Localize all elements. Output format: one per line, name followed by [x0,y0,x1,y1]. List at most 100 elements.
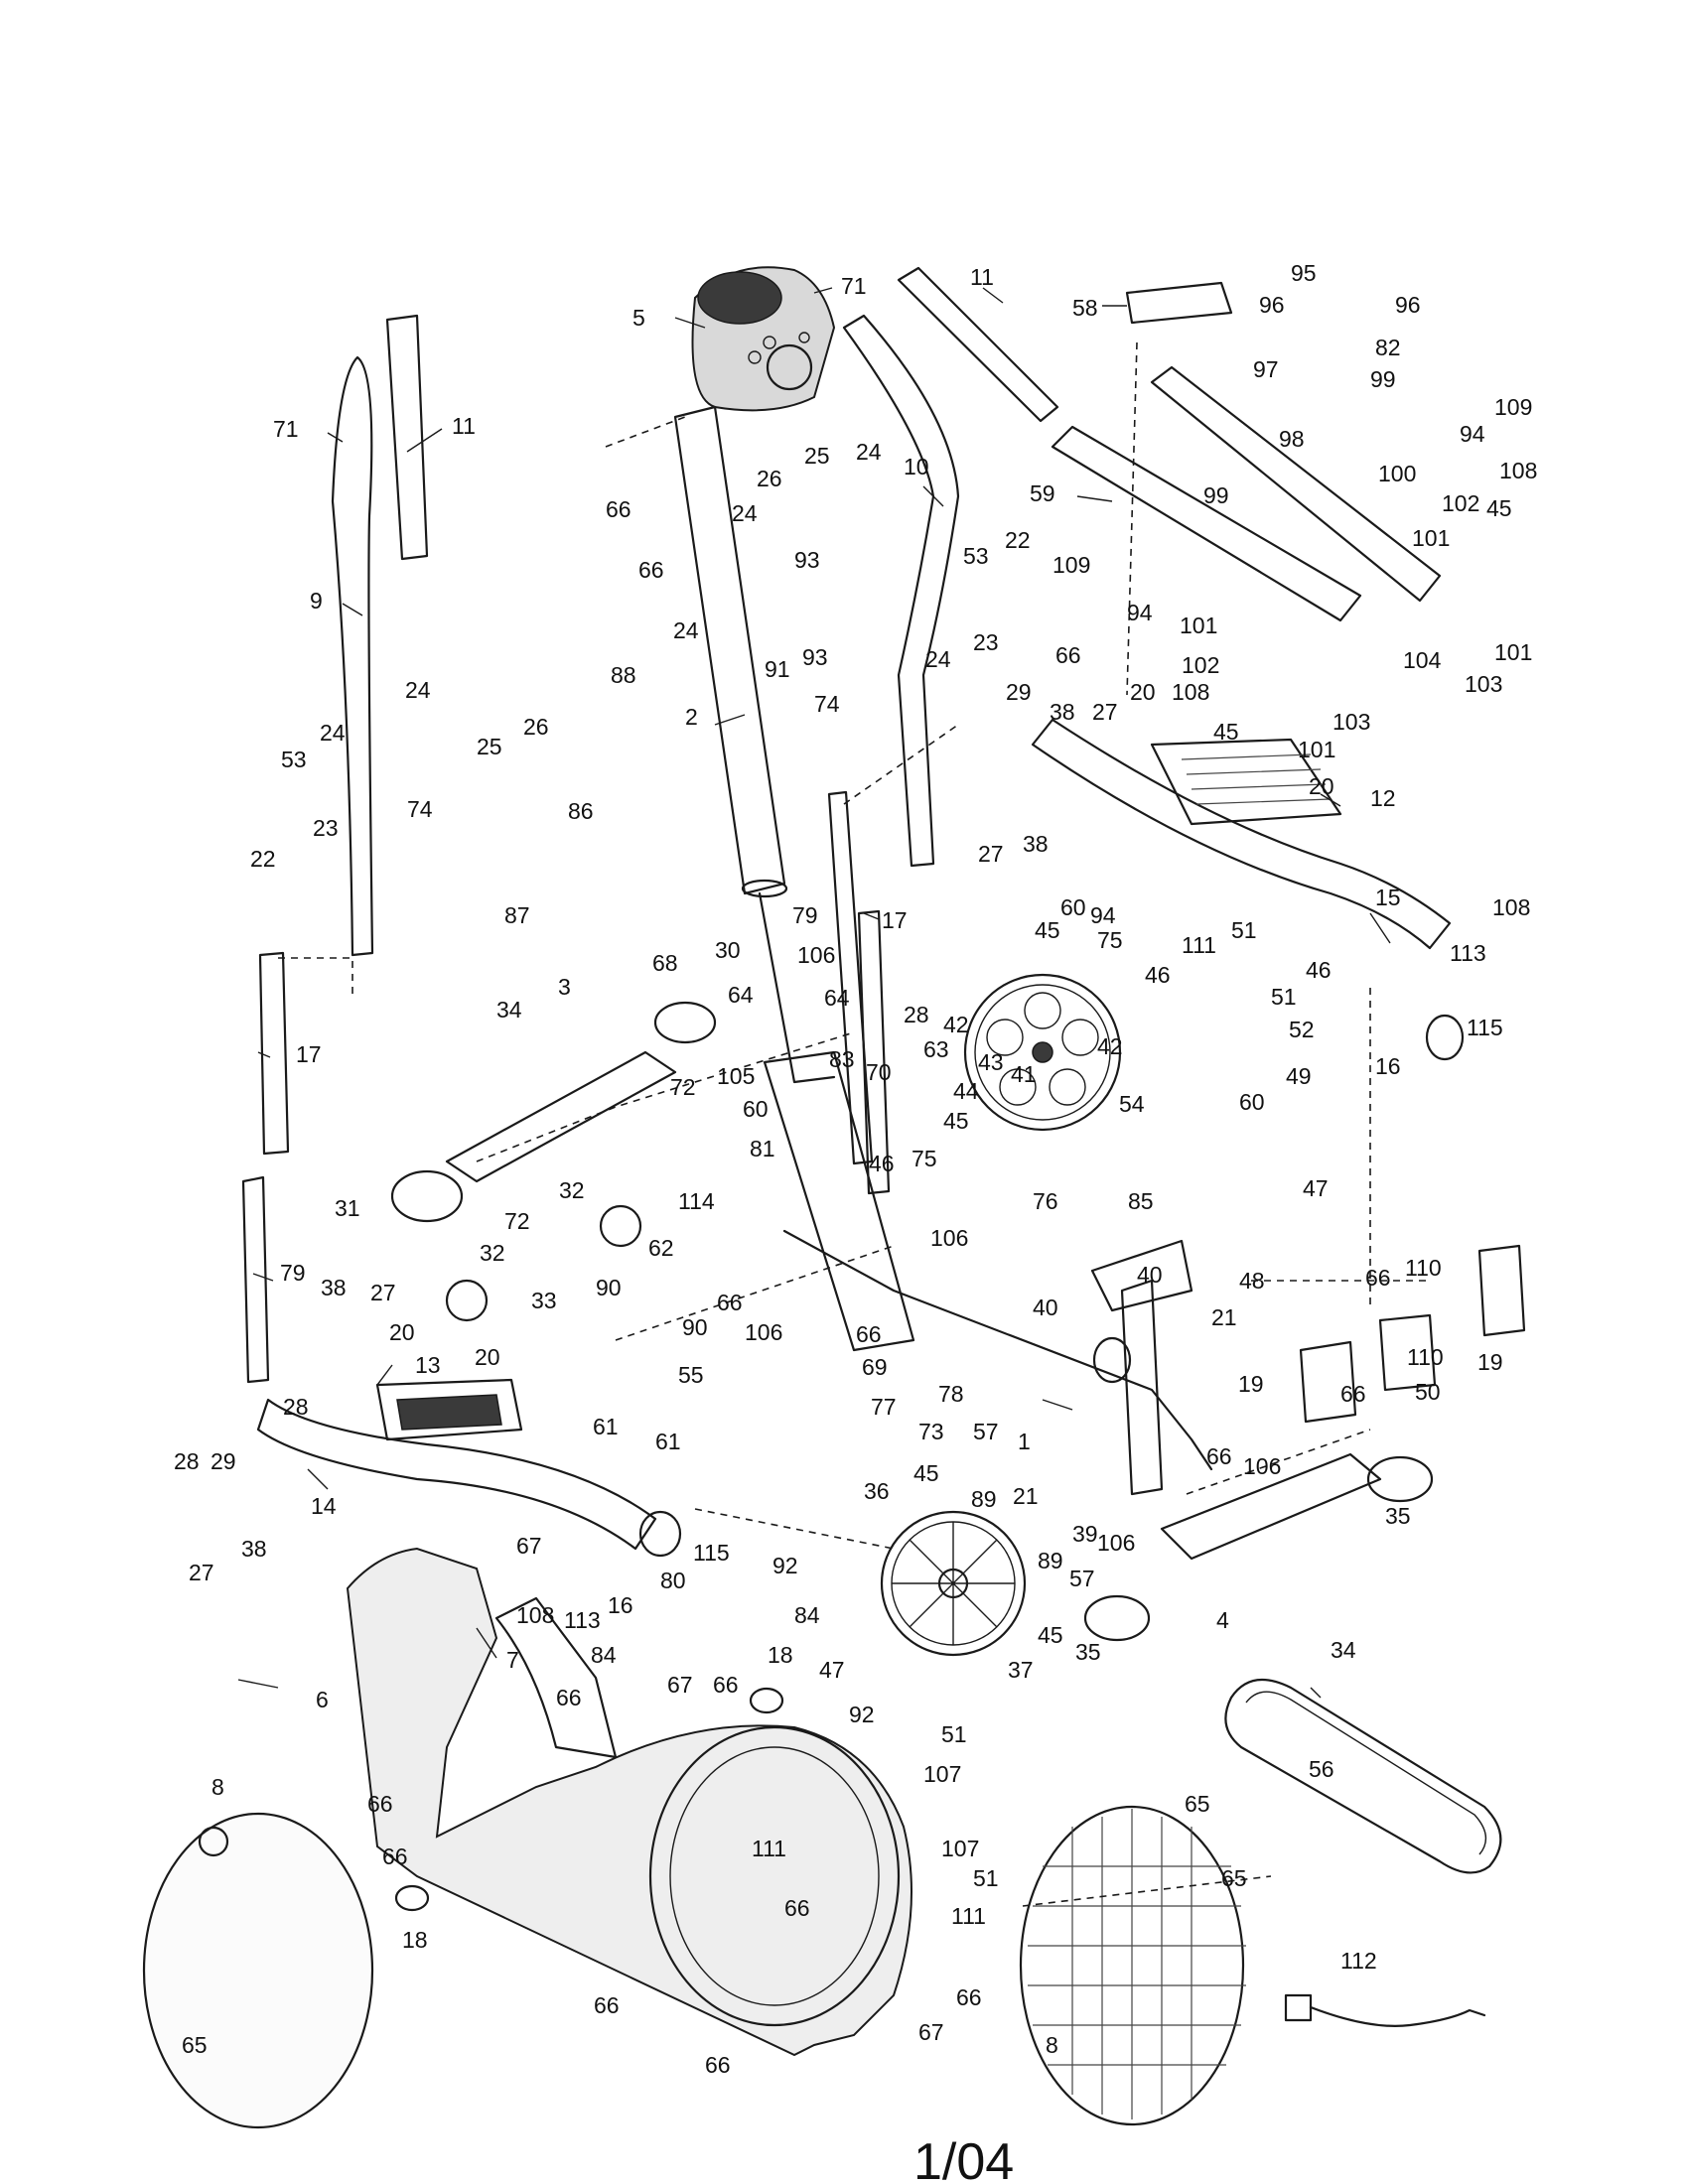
callout-10: 10 [904,454,929,479]
callout-83: 83 [829,1046,855,1072]
callout-27: 27 [1092,699,1118,725]
callout-24: 24 [320,720,346,746]
callout-47: 47 [1303,1175,1329,1201]
callout-51: 51 [973,1865,999,1891]
side-cover-drawings [142,1805,1246,2129]
callout-98: 98 [1279,426,1305,452]
callout-12: 12 [1370,785,1396,811]
callout-111: 111 [951,1903,986,1929]
callout-71: 71 [841,273,867,299]
callout-71: 71 [273,416,299,442]
part-drawings [142,266,1526,2129]
callout-4: 4 [1216,1607,1229,1633]
callout-57: 57 [1069,1566,1095,1591]
callout-28: 28 [174,1448,200,1474]
battery-cover-drawing [1299,1244,1526,1424]
callout-22: 22 [1005,527,1031,553]
callout-93: 93 [794,547,820,573]
callout-20: 20 [1130,679,1156,705]
small-round-drawings [394,1687,784,1912]
callout-28: 28 [904,1002,929,1027]
callout-66: 66 [1055,642,1081,668]
callout-60: 60 [1239,1089,1265,1115]
callout-32: 32 [559,1177,585,1203]
callout-20: 20 [389,1319,415,1345]
callout-101: 101 [1180,613,1217,638]
callout-108: 108 [516,1602,554,1628]
callout-36: 36 [864,1478,890,1504]
callout-93: 93 [802,644,828,670]
flywheel-drawing [963,973,1122,1132]
callout-27: 27 [370,1280,396,1305]
callout-66: 66 [638,557,664,583]
callout-99: 99 [1370,366,1396,392]
callout-95: 95 [1291,260,1317,286]
callout-16: 16 [608,1592,633,1618]
callout-104: 104 [1403,647,1442,673]
callout-25: 25 [804,443,830,469]
callout-108: 108 [1172,679,1209,705]
callout-28: 28 [283,1394,309,1420]
callout-31: 31 [335,1195,360,1221]
callout-50: 50 [1415,1379,1441,1405]
callout-103: 103 [1465,671,1502,697]
callout-102: 102 [1442,490,1479,516]
stabilizer-drawings [390,1001,1434,1642]
callout-34: 34 [496,997,522,1023]
callout-46: 46 [1306,957,1332,983]
callout-66: 66 [1365,1265,1391,1291]
callout-63: 63 [923,1036,949,1062]
callout-106: 106 [797,942,835,968]
callout-96: 96 [1259,292,1285,318]
callout-38: 38 [1050,699,1075,725]
callout-114: 114 [678,1188,715,1214]
callout-11: 11 [452,413,476,439]
callout-52: 52 [1289,1017,1315,1042]
callout-111: 111 [1182,932,1216,958]
callout-66: 66 [705,2052,731,2078]
callout-34: 34 [1331,1637,1356,1663]
callout-39: 39 [1072,1521,1098,1547]
callout-40: 40 [1033,1295,1058,1320]
callout-84: 84 [591,1642,617,1668]
callout-23: 23 [313,815,339,841]
callout-74: 74 [407,796,433,822]
callout-18: 18 [402,1927,428,1953]
callout-109: 109 [1052,552,1090,578]
callout-97: 97 [1253,356,1279,382]
callout-87: 87 [504,902,530,928]
frame-drawing [763,1050,1213,1496]
callout-8: 8 [1046,2032,1058,2058]
page-code: 1/04 [913,2133,1014,2184]
callout-33: 33 [531,1288,557,1313]
callout-66: 66 [556,1685,582,1710]
handlebar-drawings [241,266,1059,1384]
callout-17: 17 [296,1041,322,1067]
callout-102: 102 [1182,652,1219,678]
callout-6: 6 [316,1687,329,1712]
belt-drawing [1224,1678,1502,1874]
callout-24: 24 [673,617,699,643]
callout-69: 69 [862,1354,888,1380]
callout-72: 72 [504,1208,530,1234]
callout-113: 113 [564,1607,601,1633]
callout-90: 90 [682,1314,708,1340]
callout-18: 18 [768,1642,793,1668]
callout-30: 30 [715,937,741,963]
callout-20: 20 [1309,773,1334,799]
callout-46: 46 [869,1151,895,1176]
callout-77: 77 [871,1394,897,1420]
callout-29: 29 [210,1448,236,1474]
callout-59: 59 [1030,480,1055,506]
callout-13: 13 [415,1352,441,1378]
callout-94: 94 [1127,600,1153,625]
callout-85: 85 [1128,1188,1154,1214]
callout-66: 66 [1206,1443,1232,1469]
callout-106: 106 [1243,1453,1281,1479]
callout-106: 106 [930,1225,968,1251]
callout-7: 7 [506,1647,519,1673]
callout-66: 66 [367,1791,393,1817]
callout-110: 110 [1405,1255,1442,1281]
callout-66: 66 [784,1895,810,1921]
callout-3: 3 [558,974,571,1000]
